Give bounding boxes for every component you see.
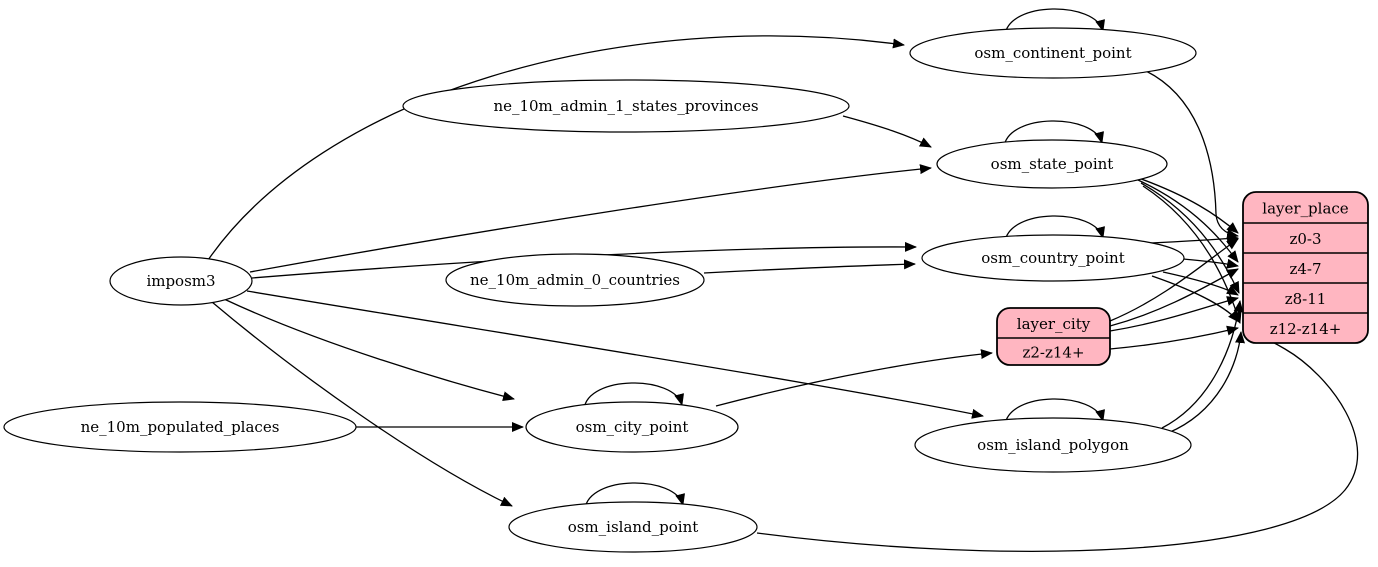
node-shape-osm_city_point: [525, 401, 739, 453]
node-ne_10m_admin_0_countries: ne_10m_admin_0_countries: [445, 253, 705, 307]
edge-osm_state_point-layer_place-z4-7: [1137, 179, 1239, 263]
edge-imposm3-osm_city_point: [223, 298, 515, 402]
edge-imposm3-osm_island_point: [211, 301, 513, 507]
edge-osm_country_point-layer_place-z12-z14+: [1151, 275, 1240, 323]
node-label-imposm3: imposm3: [146, 272, 215, 290]
edge-osm_continent_point-layer_place-z0-3: [1145, 70, 1239, 240]
self-loop-osm_country_point: [1004, 215, 1105, 243]
node-ne_10m_admin_1_states_provinces: ne_10m_admin_1_states_provinces: [402, 79, 850, 133]
edge-ne_10m_admin_1_states_provinces-osm_state_point: [842, 115, 932, 148]
record-row-layer_place-2: z8-11: [1285, 290, 1327, 308]
node-osm_country_point: osm_country_point: [921, 234, 1185, 282]
edge-layer_city-layer_place-z8-11: [1109, 296, 1239, 332]
node-shape-osm_continent_point: [909, 27, 1197, 79]
node-shape-osm_country_point: [921, 234, 1185, 282]
node-shape-ne_10m_admin_0_countries: [445, 253, 705, 307]
record-shape-layer_place: [1242, 191, 1369, 344]
edge-imposm3-osm_continent_point: [205, 35, 905, 264]
record-shape-layer_city: [996, 307, 1111, 366]
self-loop-osm_continent_point: [1004, 8, 1105, 36]
edge-osm_country_point-layer_place-z4-7: [1182, 258, 1239, 269]
edge-osm_city_point-layer_city-z2-z14+: [715, 349, 993, 407]
edge-imposm3-osm_island_polygon: [246, 290, 984, 419]
node-shape-imposm3: [109, 256, 253, 306]
node-osm_continent_point: osm_continent_point: [909, 27, 1197, 79]
node-label-osm_continent_point: osm_continent_point: [974, 44, 1131, 62]
record-row-layer_place-3: z12-z14+: [1270, 320, 1342, 338]
edge-osm_state_point-layer_place-z8-11: [1140, 182, 1240, 294]
edge-layer_city-layer_place-z4-7: [1109, 268, 1239, 327]
node-label-ne_10m_populated_places: ne_10m_populated_places: [81, 418, 280, 436]
node-label-osm_country_point: osm_country_point: [981, 249, 1125, 267]
edges-layer: [205, 8, 1359, 552]
edge-osm_state_point-layer_place-z0-3: [1132, 175, 1239, 234]
node-layer_place: layer_place z0-3 z4-7 z8-11 z12-z14+: [1242, 191, 1369, 344]
record-row-layer_place-1: z4-7: [1289, 260, 1321, 278]
node-shape-osm_island_polygon: [914, 417, 1192, 473]
node-imposm3: imposm3: [109, 256, 253, 306]
node-label-osm_island_polygon: osm_island_polygon: [977, 436, 1129, 454]
node-ne_10m_populated_places: ne_10m_populated_places: [3, 401, 357, 453]
self-loop-osm_state_point: [1003, 120, 1104, 148]
edge-osm_island_point-layer_place-z12-z14+: [756, 327, 1359, 552]
self-loop-osm_island_point: [584, 482, 685, 510]
node-shape-osm_state_point: [936, 139, 1168, 189]
self-loop-osm_island_polygon: [1004, 398, 1105, 426]
edge-osm_island_polygon-layer_place-z12-z14+: [1167, 331, 1245, 434]
node-shape-ne_10m_populated_places: [3, 401, 357, 453]
self-loop-osm_city_point: [583, 382, 684, 410]
node-osm_state_point: osm_state_point: [936, 139, 1168, 189]
node-label-ne_10m_admin_1_states_provinces: ne_10m_admin_1_states_provinces: [493, 97, 758, 115]
nodes-layer: imposm3 ne_10m_admin_1_states_provincesne…: [3, 27, 1369, 553]
node-label-ne_10m_admin_0_countries: ne_10m_admin_0_countries: [470, 271, 680, 289]
edge-osm_country_point-layer_place-z8-11: [1162, 271, 1239, 296]
node-shape-osm_island_point: [508, 501, 758, 553]
edge-ne_10m_admin_0_countries-osm_country_point: [703, 259, 916, 274]
node-label-osm_island_point: osm_island_point: [568, 518, 699, 536]
node-layer_city: layer_city z2-z14+: [996, 307, 1111, 366]
record-title-layer_place: layer_place: [1262, 200, 1349, 218]
node-osm_city_point: osm_city_point: [525, 401, 739, 453]
node-shape-ne_10m_admin_1_states_provinces: [402, 79, 850, 133]
node-label-osm_city_point: osm_city_point: [576, 418, 689, 436]
edge-imposm3-osm_state_point: [249, 164, 932, 273]
edge-osm_country_point-layer_place-z0-3: [1150, 233, 1239, 244]
node-osm_island_point: osm_island_point: [508, 501, 758, 553]
record-row-layer_place-0: z0-3: [1289, 230, 1321, 248]
node-label-osm_state_point: osm_state_point: [991, 155, 1114, 173]
record-row-layer_city-0: z2-z14+: [1022, 344, 1084, 362]
edge-osm_island_polygon-layer_place-z8-11: [1161, 300, 1244, 429]
node-osm_island_polygon: osm_island_polygon: [914, 417, 1192, 473]
edge-layer_city-layer_place-z12-z14+: [1109, 325, 1239, 350]
record-title-layer_city: layer_city: [1017, 315, 1091, 333]
